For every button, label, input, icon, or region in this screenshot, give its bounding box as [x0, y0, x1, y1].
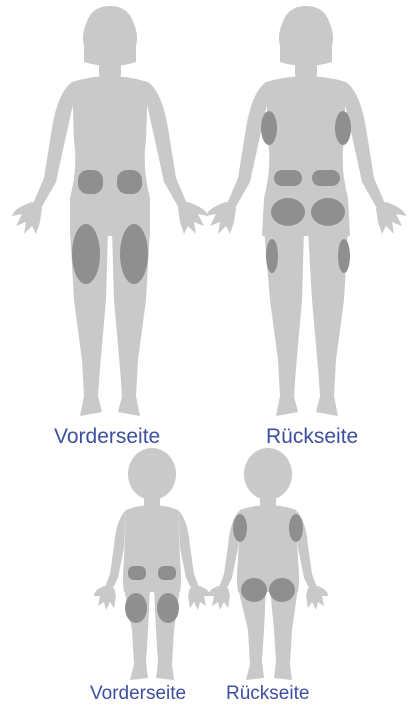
child-front-label: Vorderseite: [90, 683, 186, 705]
back-upper-arm-left-zone: [261, 111, 277, 145]
child-front-thigh-left-zone: [125, 593, 147, 623]
child-back-buttock-left-zone: [241, 578, 267, 602]
child-back-buttock-right-zone: [269, 578, 295, 602]
back-thigh-right-zone: [338, 239, 350, 273]
child-front-figure: [94, 448, 210, 680]
child-front-abdomen-left-zone: [128, 566, 146, 580]
adult-front-label: Vorderseite: [54, 425, 160, 449]
front-abdomen-right-zone: [117, 170, 142, 194]
back-lower-back-left-zone: [274, 170, 302, 186]
child-back-label: Rückseite: [226, 683, 309, 705]
child-back-upper-arm-right-zone: [289, 514, 303, 542]
front-thigh-right-zone: [120, 224, 148, 284]
adult-back-label: Rückseite: [266, 425, 358, 449]
back-upper-arm-right-zone: [335, 111, 351, 145]
back-buttock-right-zone: [311, 198, 345, 226]
child-front-thigh-right-zone: [157, 593, 179, 623]
back-lower-back-right-zone: [312, 170, 340, 186]
front-abdomen-left-zone: [78, 170, 103, 194]
child-front-abdomen-right-zone: [158, 566, 176, 580]
adult-back-figure: [206, 6, 406, 416]
adult-front-figure: [12, 6, 208, 416]
child-back-upper-arm-left-zone: [233, 514, 247, 542]
child-back-figure: [208, 448, 328, 680]
back-buttock-left-zone: [271, 198, 305, 226]
front-thigh-left-zone: [72, 224, 100, 284]
back-thigh-left-zone: [266, 239, 278, 273]
